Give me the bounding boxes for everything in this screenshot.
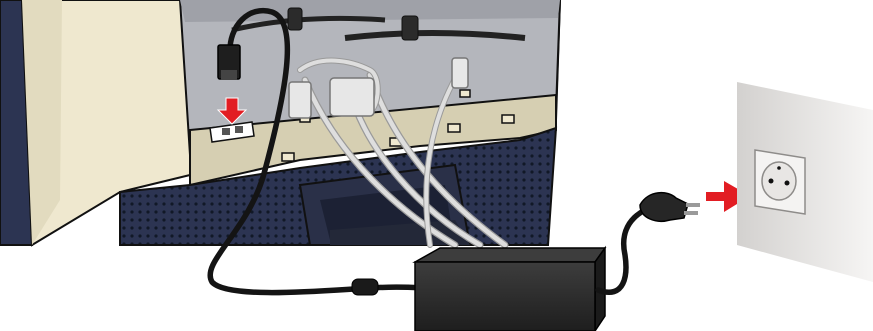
wall-outlet-icon	[755, 150, 805, 214]
dc-connector	[218, 45, 240, 80]
plug-icon	[640, 193, 700, 222]
ferrite-bead	[352, 279, 378, 295]
monitor-back	[0, 0, 560, 245]
power-adapter	[415, 248, 605, 331]
